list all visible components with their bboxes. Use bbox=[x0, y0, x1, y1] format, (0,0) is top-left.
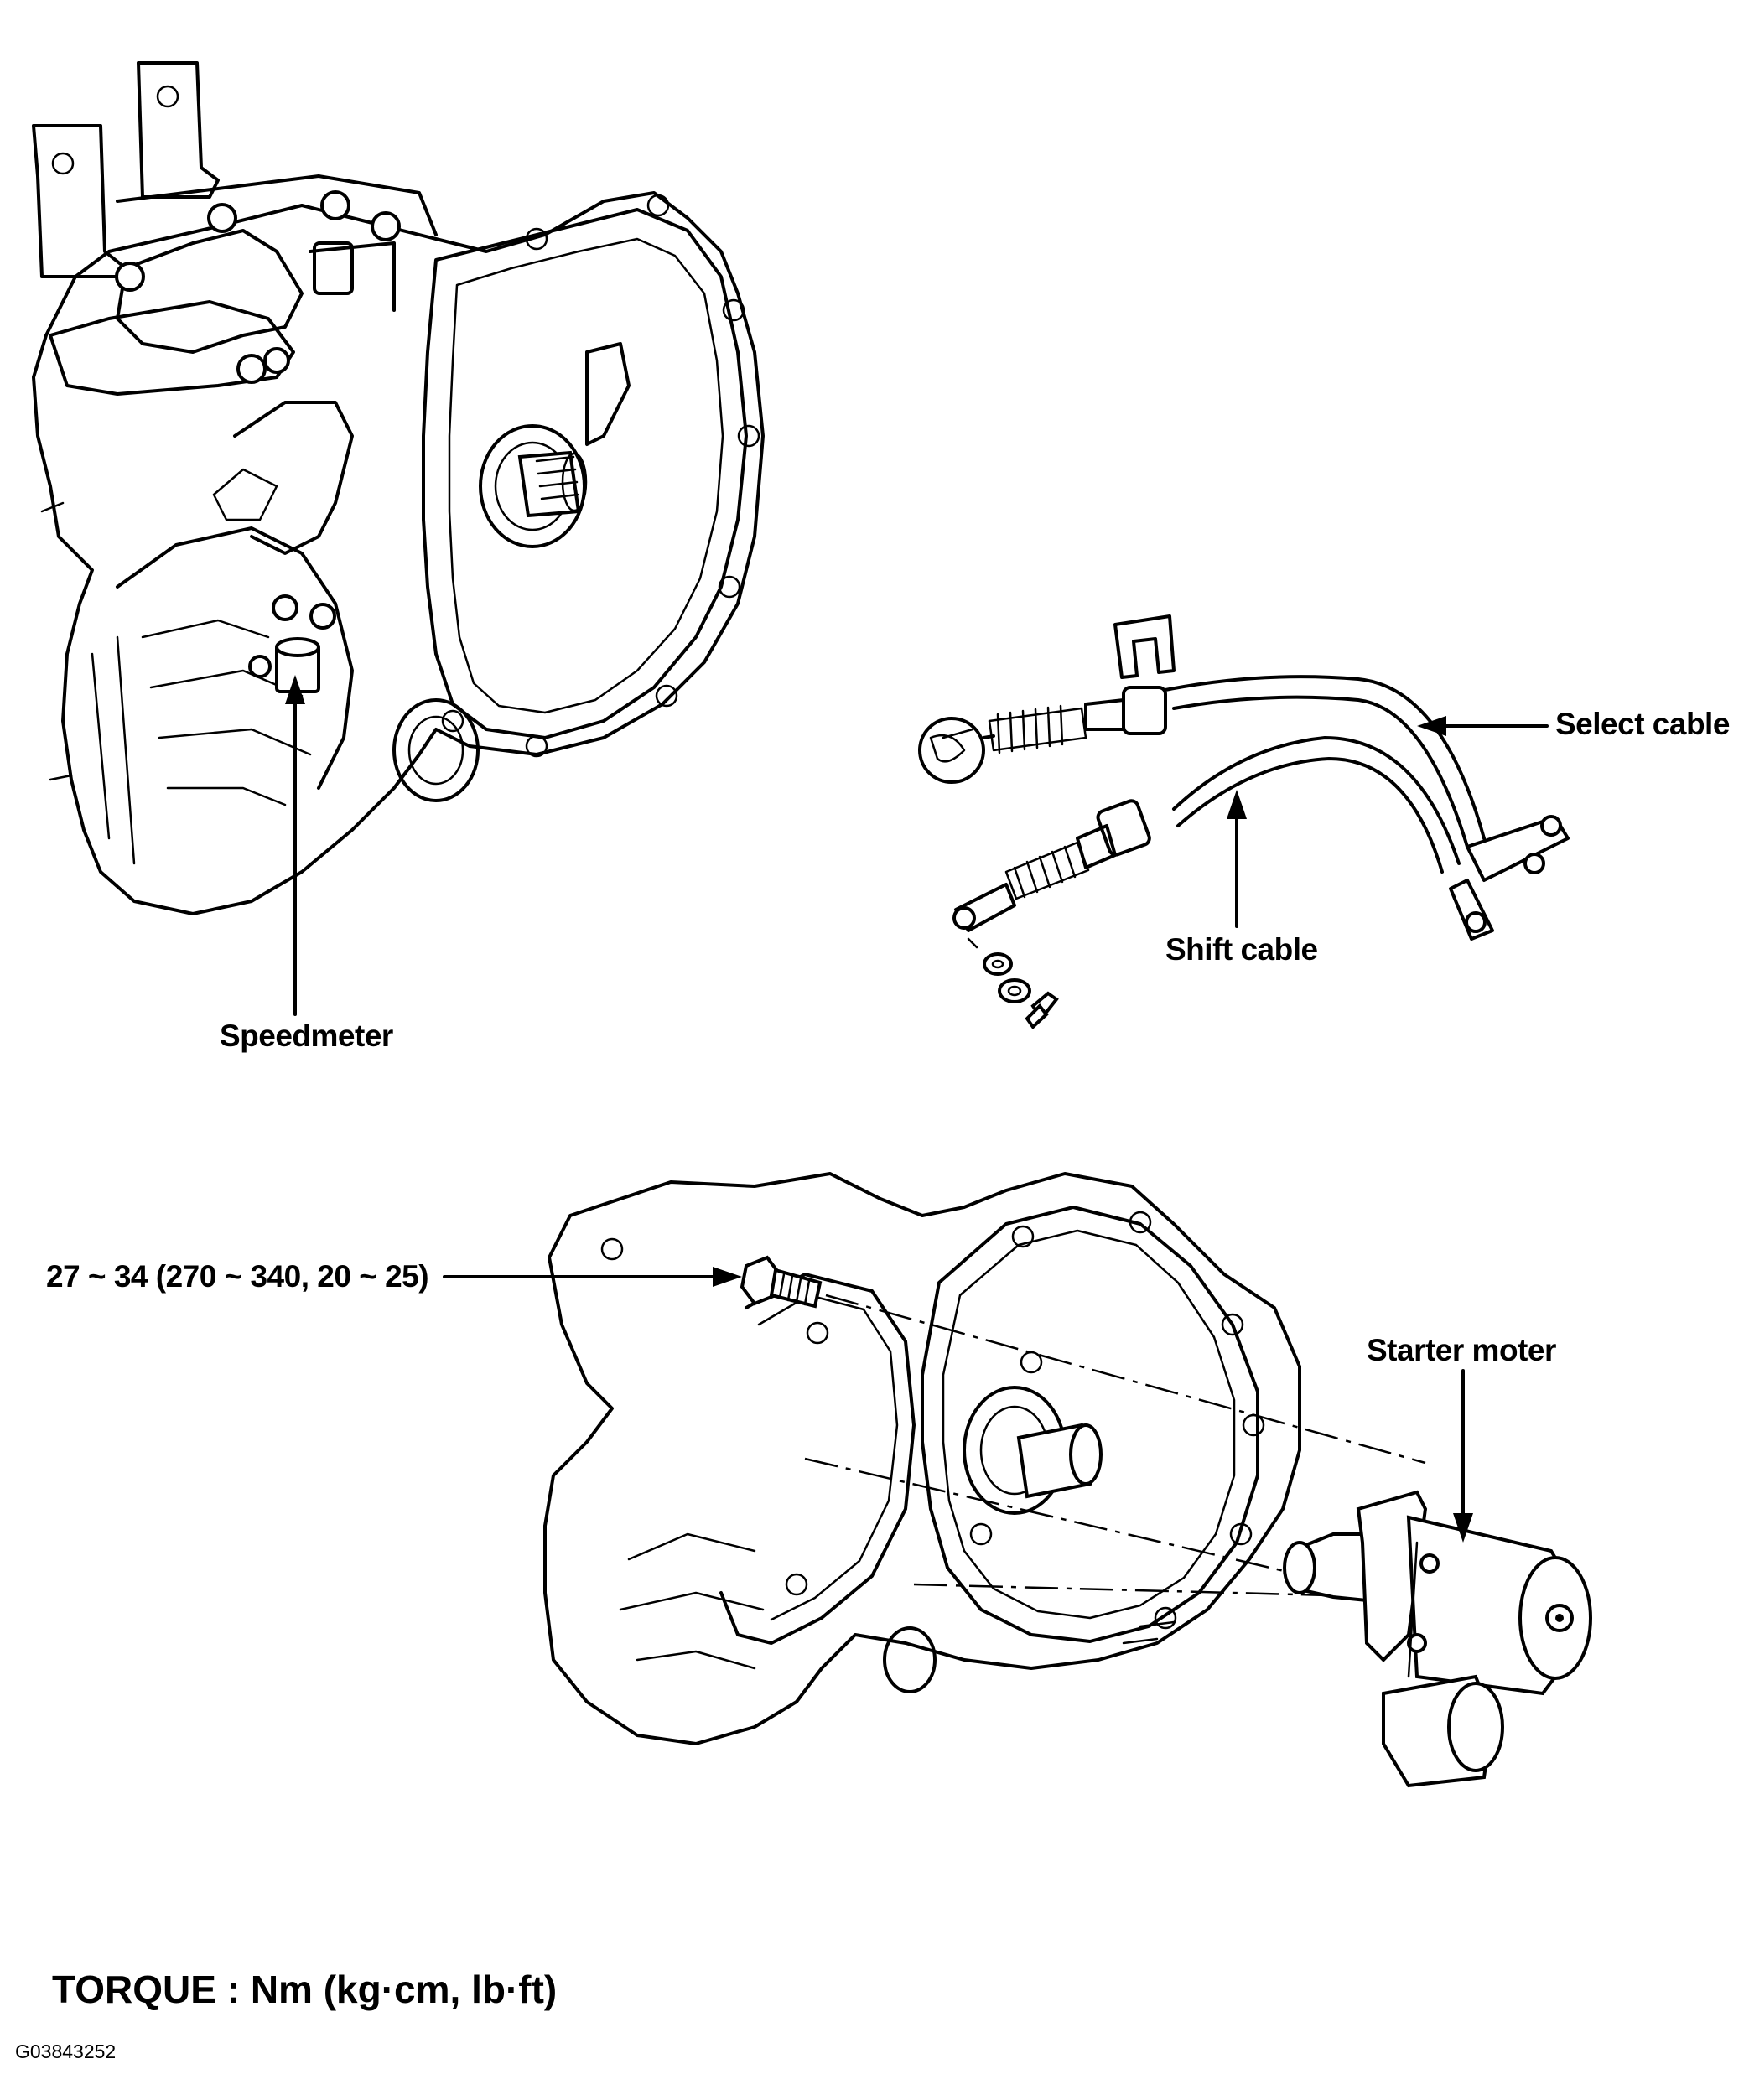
starter-motor-label: Starter moter bbox=[1367, 1333, 1556, 1367]
housing-bolt-bosses bbox=[600, 1211, 1265, 1630]
select-cable-leader bbox=[1417, 716, 1549, 736]
shift-cable-label: Shift cable bbox=[1165, 932, 1318, 967]
bolt-torque-leader bbox=[443, 1267, 742, 1287]
mounting-bolt bbox=[740, 1255, 823, 1309]
starter-motor-leader bbox=[1453, 1369, 1473, 1543]
transaxle-illustration bbox=[32, 61, 765, 915]
figure-code: G03843252 bbox=[15, 2040, 117, 2062]
torque-units-caption: TORQUE : Nm (kg·cm, lb·ft) bbox=[52, 1968, 558, 2011]
speedometer-label: Speedmeter bbox=[220, 1019, 393, 1053]
select-cable-label: Select cable bbox=[1555, 707, 1730, 741]
starter-installation-illustration bbox=[543, 1172, 1592, 1788]
cable-assembly-illustration bbox=[918, 614, 1570, 1030]
starter-motor bbox=[1283, 1490, 1592, 1788]
speedometer-leader bbox=[285, 675, 305, 1016]
shift-cable-leader bbox=[1227, 790, 1247, 928]
flange-bolt-bosses bbox=[441, 194, 760, 758]
bolt-torque-label: 27 ~ 34 (270 ~ 340, 20 ~ 25) bbox=[46, 1259, 429, 1294]
